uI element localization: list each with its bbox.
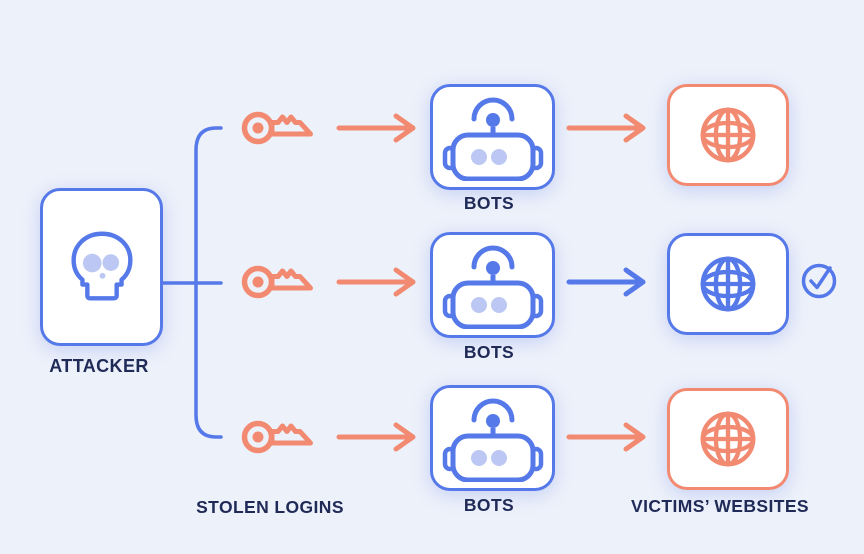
attacker-node — [40, 188, 163, 346]
bot-label: BOTS — [463, 193, 515, 213]
arrow-right-icon — [566, 267, 646, 297]
bot-label: BOTS — [463, 342, 515, 362]
attacker-label: ATTACKER — [49, 356, 149, 376]
key-icon — [241, 265, 313, 299]
bot-node — [430, 84, 555, 190]
arrow-right-icon — [336, 113, 416, 143]
arrow-right-icon — [566, 113, 646, 143]
bot-label: BOTS — [463, 495, 515, 515]
website-node — [667, 233, 789, 335]
website-node — [667, 84, 789, 186]
skull-icon — [70, 231, 133, 301]
arrow-right-icon — [566, 422, 646, 452]
stolen-logins-label: STOLEN LOGINS — [196, 497, 344, 517]
bot-node — [430, 232, 555, 338]
globe-icon — [700, 411, 756, 467]
globe-icon — [700, 107, 756, 163]
key-icon — [241, 111, 313, 145]
robot-icon — [442, 245, 543, 329]
robot-icon — [442, 97, 543, 181]
victims-websites-label: VICTIMS’ WEBSITES — [631, 496, 809, 516]
globe-icon — [700, 256, 756, 312]
arrow-right-icon — [336, 267, 416, 297]
key-icon — [241, 420, 313, 454]
website-node — [667, 388, 789, 490]
robot-icon — [442, 398, 543, 482]
check-icon — [801, 263, 837, 299]
arrow-right-icon — [336, 422, 416, 452]
bot-node — [430, 385, 555, 491]
